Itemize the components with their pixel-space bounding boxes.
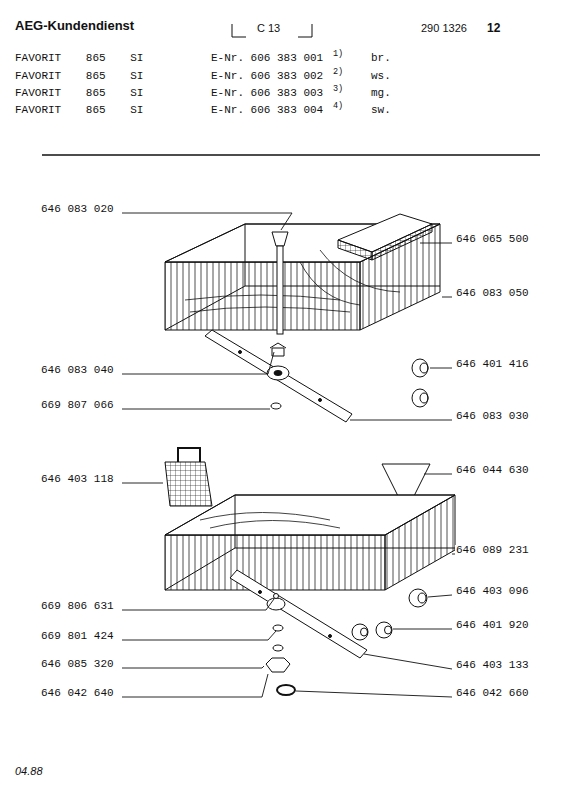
- part-number: 646 403 133: [455, 660, 530, 671]
- leader-line: [122, 213, 457, 697]
- model-line: E-Nr. 606 383 002: [210, 71, 324, 82]
- model-line: FAVORIT 865 SI: [14, 53, 144, 64]
- part-number: 646 085 320: [40, 659, 115, 670]
- part-number: 646 083 050: [455, 288, 530, 299]
- model-line: 2): [332, 68, 344, 77]
- part-number: 646 403 118: [40, 474, 115, 485]
- sheet-code: 290 1326: [420, 23, 468, 34]
- basket-wheel: [352, 589, 427, 640]
- model-line: mg.: [370, 88, 392, 99]
- part-number: 646 083 030: [455, 411, 530, 422]
- frame-bracket: [232, 24, 312, 37]
- part-number: 646 401 920: [455, 620, 530, 631]
- header-title: AEG-Kundendienst: [14, 19, 135, 32]
- part-number: 646 083 020: [40, 204, 115, 215]
- rule: [42, 154, 540, 155]
- model-line: 1): [332, 50, 344, 59]
- model-line: ws.: [370, 71, 392, 82]
- part-number: 669 807 066: [40, 400, 115, 411]
- model-line: 4): [332, 102, 344, 111]
- part-number: 646 083 040: [40, 365, 115, 376]
- model-line: E-Nr. 606 383 003: [210, 88, 324, 99]
- lower-basket: [165, 495, 455, 590]
- cutlery-basket: [165, 448, 212, 506]
- model-line: FAVORIT 865 SI: [14, 71, 144, 82]
- model-line: E-Nr. 606 383 001: [210, 53, 324, 64]
- sheet-code: 12: [486, 22, 501, 34]
- spray-spindle: [272, 232, 288, 334]
- part-number: 646 065 500: [455, 234, 530, 245]
- model-line: E-Nr. 606 383 004: [210, 105, 324, 116]
- part-number: 646 042 660: [455, 688, 530, 699]
- model-line: 3): [332, 85, 344, 94]
- cup-shelf: [338, 214, 432, 260]
- model-line: br.: [370, 53, 392, 64]
- part-number: 646 401 416: [455, 359, 530, 370]
- upper-spray-arm: [205, 330, 352, 422]
- sheet-code: C 13: [256, 23, 281, 34]
- part-number: 646 089 231: [455, 545, 530, 556]
- model-line: FAVORIT 865 SI: [14, 88, 144, 99]
- part-number: 646 042 640: [40, 688, 115, 699]
- part-number: 669 801 424: [40, 631, 115, 642]
- model-line: FAVORIT 865 SI: [14, 105, 144, 116]
- part-number: 669 806 631: [40, 601, 115, 612]
- part-number: 646 044 630: [455, 465, 530, 476]
- model-line: sw.: [370, 105, 392, 116]
- basket-wheel: [412, 359, 428, 407]
- upper-basket: [165, 224, 440, 330]
- date-note: 04.88: [14, 766, 44, 777]
- lower-spray-arm: [230, 570, 367, 695]
- part-number: 646 403 096: [455, 586, 530, 597]
